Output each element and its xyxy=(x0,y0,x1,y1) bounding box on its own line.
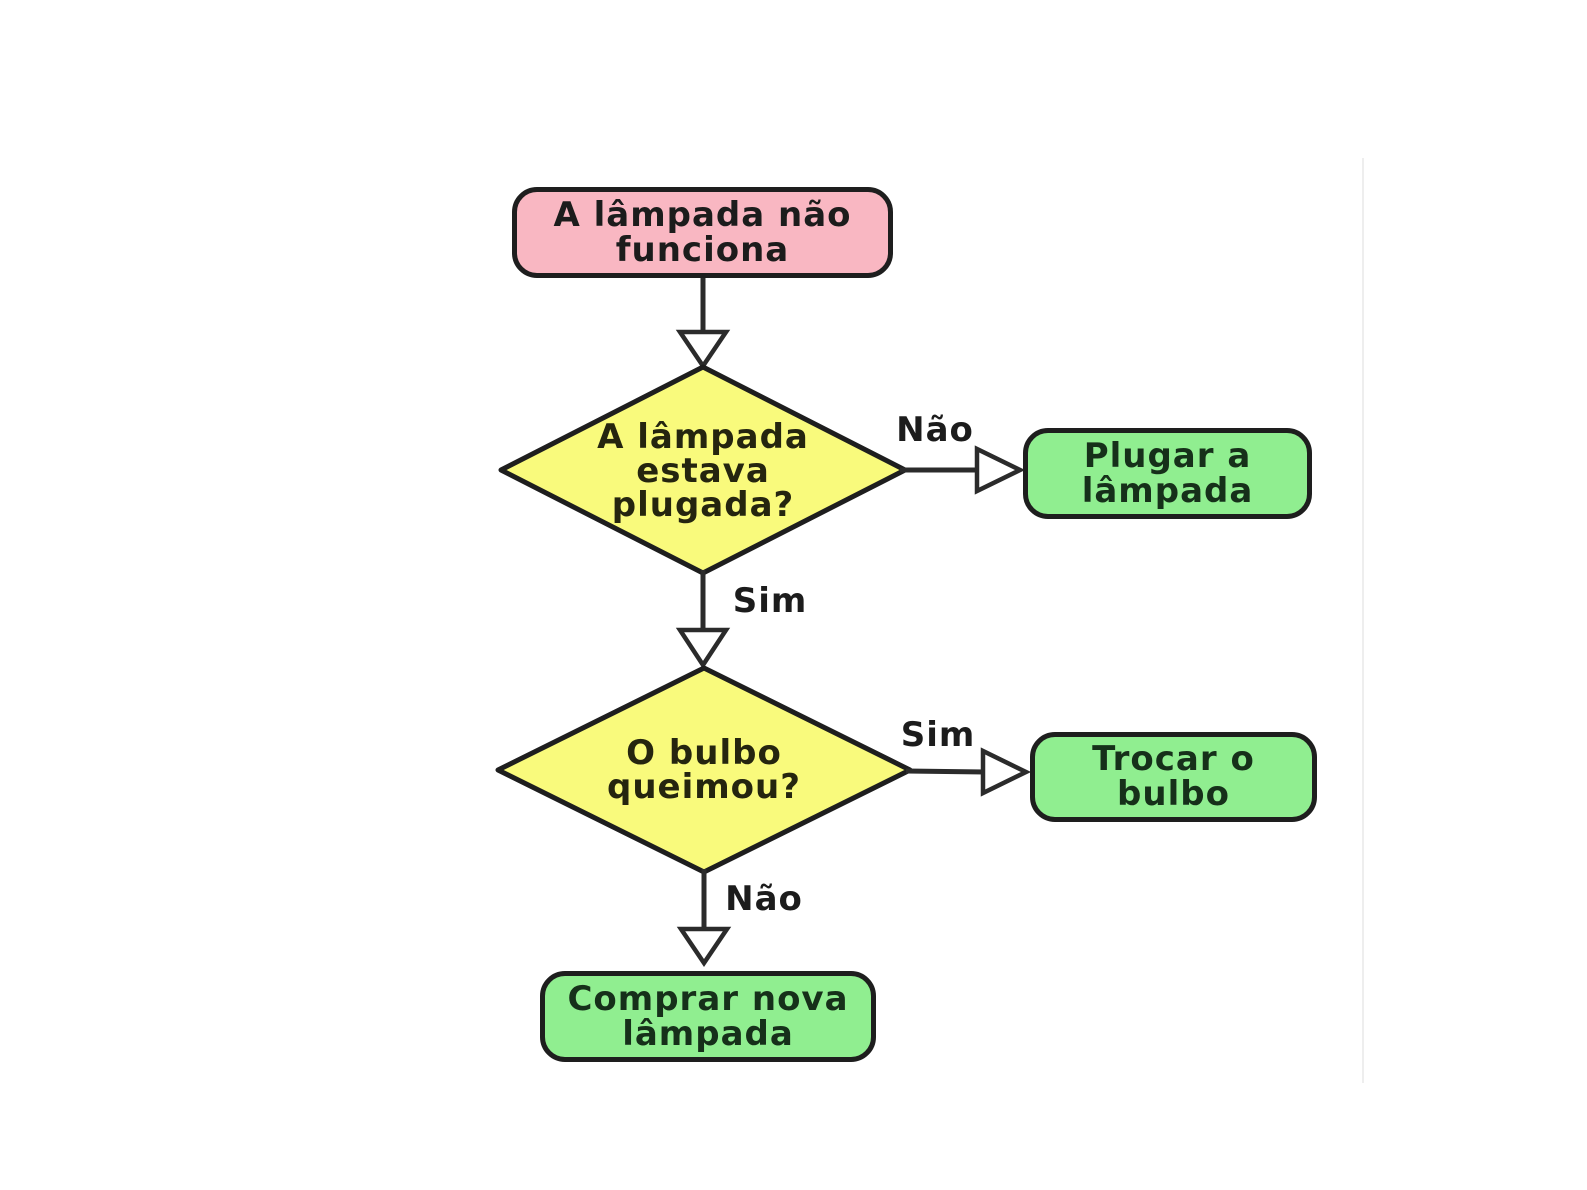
node-action-plug-label: lâmpada xyxy=(1081,470,1254,511)
node-start: A lâmpada não funciona xyxy=(512,187,893,278)
arrowhead-down-icon xyxy=(675,627,731,670)
arrowhead-right-icon xyxy=(980,747,1032,797)
node-action-replace-bulb-label: Trocar o xyxy=(1092,739,1255,780)
node-action-buy-lamp-label: lâmpada xyxy=(622,1013,794,1054)
decision1-diamond xyxy=(498,364,908,576)
node-start-label: funciona xyxy=(615,229,790,270)
edge-label-sim: Sim xyxy=(732,581,808,621)
edge-label-nao: Não xyxy=(896,410,974,450)
node-action-replace-bulb: Trocar o bulbo xyxy=(1030,732,1317,822)
node-start-label: A lâmpada não xyxy=(553,194,852,235)
edge-label-sim: Sim xyxy=(900,715,976,755)
edge-label-nao: Não xyxy=(725,879,803,919)
node-action-buy-lamp: Comprar nova lâmpada xyxy=(540,971,876,1062)
arrowhead-down-icon xyxy=(676,926,732,968)
decision2-diamond xyxy=(495,665,913,875)
image-edge-divider xyxy=(1362,158,1364,1083)
edge-decision2-action-bulb xyxy=(905,768,986,775)
node-action-plug: Plugar a lâmpada xyxy=(1023,428,1312,519)
node-action-replace-bulb-label: bulbo xyxy=(1117,774,1230,814)
arrowhead-right-icon xyxy=(974,445,1026,495)
arrowhead-down-icon xyxy=(675,329,731,371)
node-action-buy-lamp-label: Comprar nova xyxy=(567,978,849,1019)
node-action-plug-label: Plugar a xyxy=(1083,435,1252,476)
